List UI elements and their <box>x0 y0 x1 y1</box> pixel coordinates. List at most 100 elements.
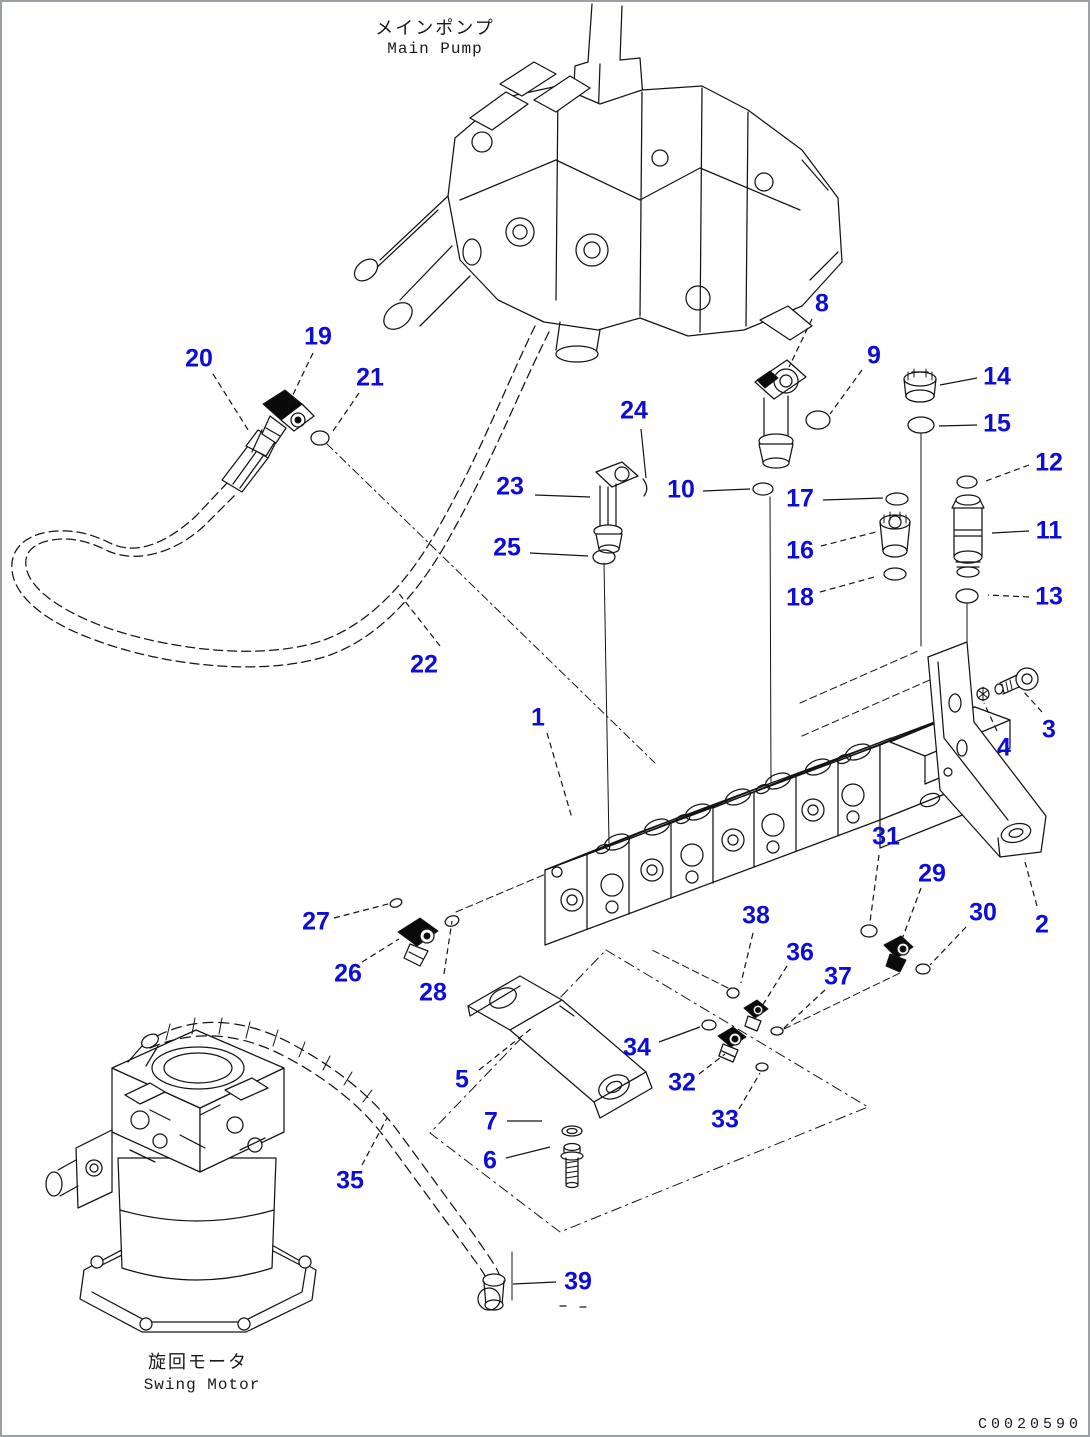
part-number-label: 19 <box>304 322 332 351</box>
part-number-label: 28 <box>419 978 447 1007</box>
o-ring-12 <box>956 475 978 489</box>
swing-motor-title-ja: 旋回モータ <box>148 1352 248 1373</box>
part-number-label: 7 <box>484 1107 498 1136</box>
bolt-6 <box>560 1142 584 1189</box>
elbow-fitting-36 <box>743 999 769 1032</box>
leader-line <box>740 932 754 984</box>
elbow-fitting-19 <box>261 389 315 444</box>
part-number-label: 16 <box>786 536 814 565</box>
plug-16 <box>879 511 911 558</box>
part-number-label: 1 <box>531 703 545 732</box>
part-number-label: 31 <box>872 822 900 851</box>
leader-line <box>534 494 591 498</box>
part-number-label: 9 <box>867 341 881 370</box>
part-number-label: 30 <box>969 898 997 927</box>
leader-line <box>361 938 400 963</box>
part-number-label: 5 <box>455 1065 469 1094</box>
part-number-label: 2 <box>1035 910 1049 939</box>
part-number-label: 3 <box>1042 715 1056 744</box>
bolt-3 <box>994 667 1039 695</box>
elbow-fitting-32 <box>717 1026 747 1063</box>
leader-line <box>929 926 967 966</box>
leader-line <box>820 531 877 547</box>
part-number-label: 15 <box>983 409 1011 438</box>
leader-line <box>822 497 884 501</box>
leader-line <box>443 920 453 975</box>
part-number-label: 21 <box>356 363 384 392</box>
o-ring-27 <box>389 898 403 908</box>
cap-14 <box>903 368 937 403</box>
part-number-label: 24 <box>620 396 648 425</box>
elbow-fitting-8 <box>754 359 807 469</box>
fittings-drawing <box>389 359 985 1072</box>
part-number-label: 18 <box>786 583 814 612</box>
part-number-label: 4 <box>997 733 1011 762</box>
o-ring-30 <box>915 963 931 975</box>
leader-line <box>985 464 1030 482</box>
part-number-label: 29 <box>918 859 946 888</box>
swing-motor-drawing <box>45 1029 317 1333</box>
leader-line <box>788 318 813 368</box>
drawing-code: C0020590 <box>977 1416 1082 1433</box>
part-number-label: 11 <box>1035 516 1063 545</box>
elbow-fitting-23 <box>593 461 639 554</box>
part-number-label: 14 <box>983 362 1011 391</box>
part-number-label: 17 <box>786 484 814 513</box>
leader-line <box>512 1281 557 1285</box>
part-number-label: 22 <box>410 650 438 679</box>
construction-lines <box>326 432 968 1233</box>
bracket-drawing <box>467 975 653 1189</box>
part-number-label: 39 <box>564 1267 592 1296</box>
leader-line <box>869 854 880 923</box>
o-ring-33 <box>755 1062 769 1072</box>
leader-line <box>1023 691 1043 713</box>
o-ring-38 <box>726 987 740 999</box>
leader-line <box>983 702 998 732</box>
part-number-label: 23 <box>496 472 524 501</box>
o-ring-25 <box>592 549 616 565</box>
leader-line <box>702 488 751 492</box>
o-ring-13 <box>955 588 979 604</box>
elbow-fitting-29 <box>883 935 914 973</box>
o-ring-34 <box>701 1019 717 1031</box>
o-ring-28 <box>444 915 460 927</box>
washer-4 <box>976 686 990 702</box>
o-ring-18 <box>883 567 907 581</box>
leader-line <box>987 594 1030 598</box>
motor-hose-drawing <box>149 1017 587 1311</box>
leader-line <box>640 428 647 479</box>
part-number-label: 13 <box>1035 582 1063 611</box>
leader-line <box>333 902 393 919</box>
leader-line <box>361 1117 388 1166</box>
retainer-24 <box>642 478 648 497</box>
mounting-plate-drawing <box>927 641 1047 858</box>
part-number-label: 33 <box>711 1105 739 1134</box>
leader-line <box>900 887 922 943</box>
leader-line <box>829 369 863 415</box>
leader-line <box>546 732 573 819</box>
part-number-label: 25 <box>493 533 521 562</box>
leader-line <box>288 352 314 404</box>
leader-line <box>332 392 360 432</box>
part-number-label: 27 <box>302 907 330 936</box>
main-pump-drawing <box>353 3 843 363</box>
leader-line <box>698 1053 726 1075</box>
leader-lines <box>212 318 1043 1285</box>
part-number-label: 6 <box>483 1146 497 1175</box>
hose-clamp-39 <box>477 1251 587 1311</box>
elbow-fitting-26 <box>397 917 439 967</box>
main-pump-title-en: Main Pump <box>387 40 483 58</box>
leader-line <box>505 1146 551 1159</box>
leader-line <box>1024 861 1038 907</box>
leader-line <box>658 1026 701 1043</box>
part-number-label: 36 <box>786 938 814 967</box>
leader-line <box>991 530 1030 534</box>
washer-7 <box>561 1125 583 1137</box>
part-number-label: 26 <box>334 959 362 988</box>
leader-line <box>938 424 978 427</box>
swing-motor-title-en: Swing Motor <box>143 1376 261 1394</box>
leader-line <box>939 377 978 386</box>
main-pump-title-ja: メインポンプ <box>375 18 495 39</box>
leader-line <box>761 965 788 1007</box>
